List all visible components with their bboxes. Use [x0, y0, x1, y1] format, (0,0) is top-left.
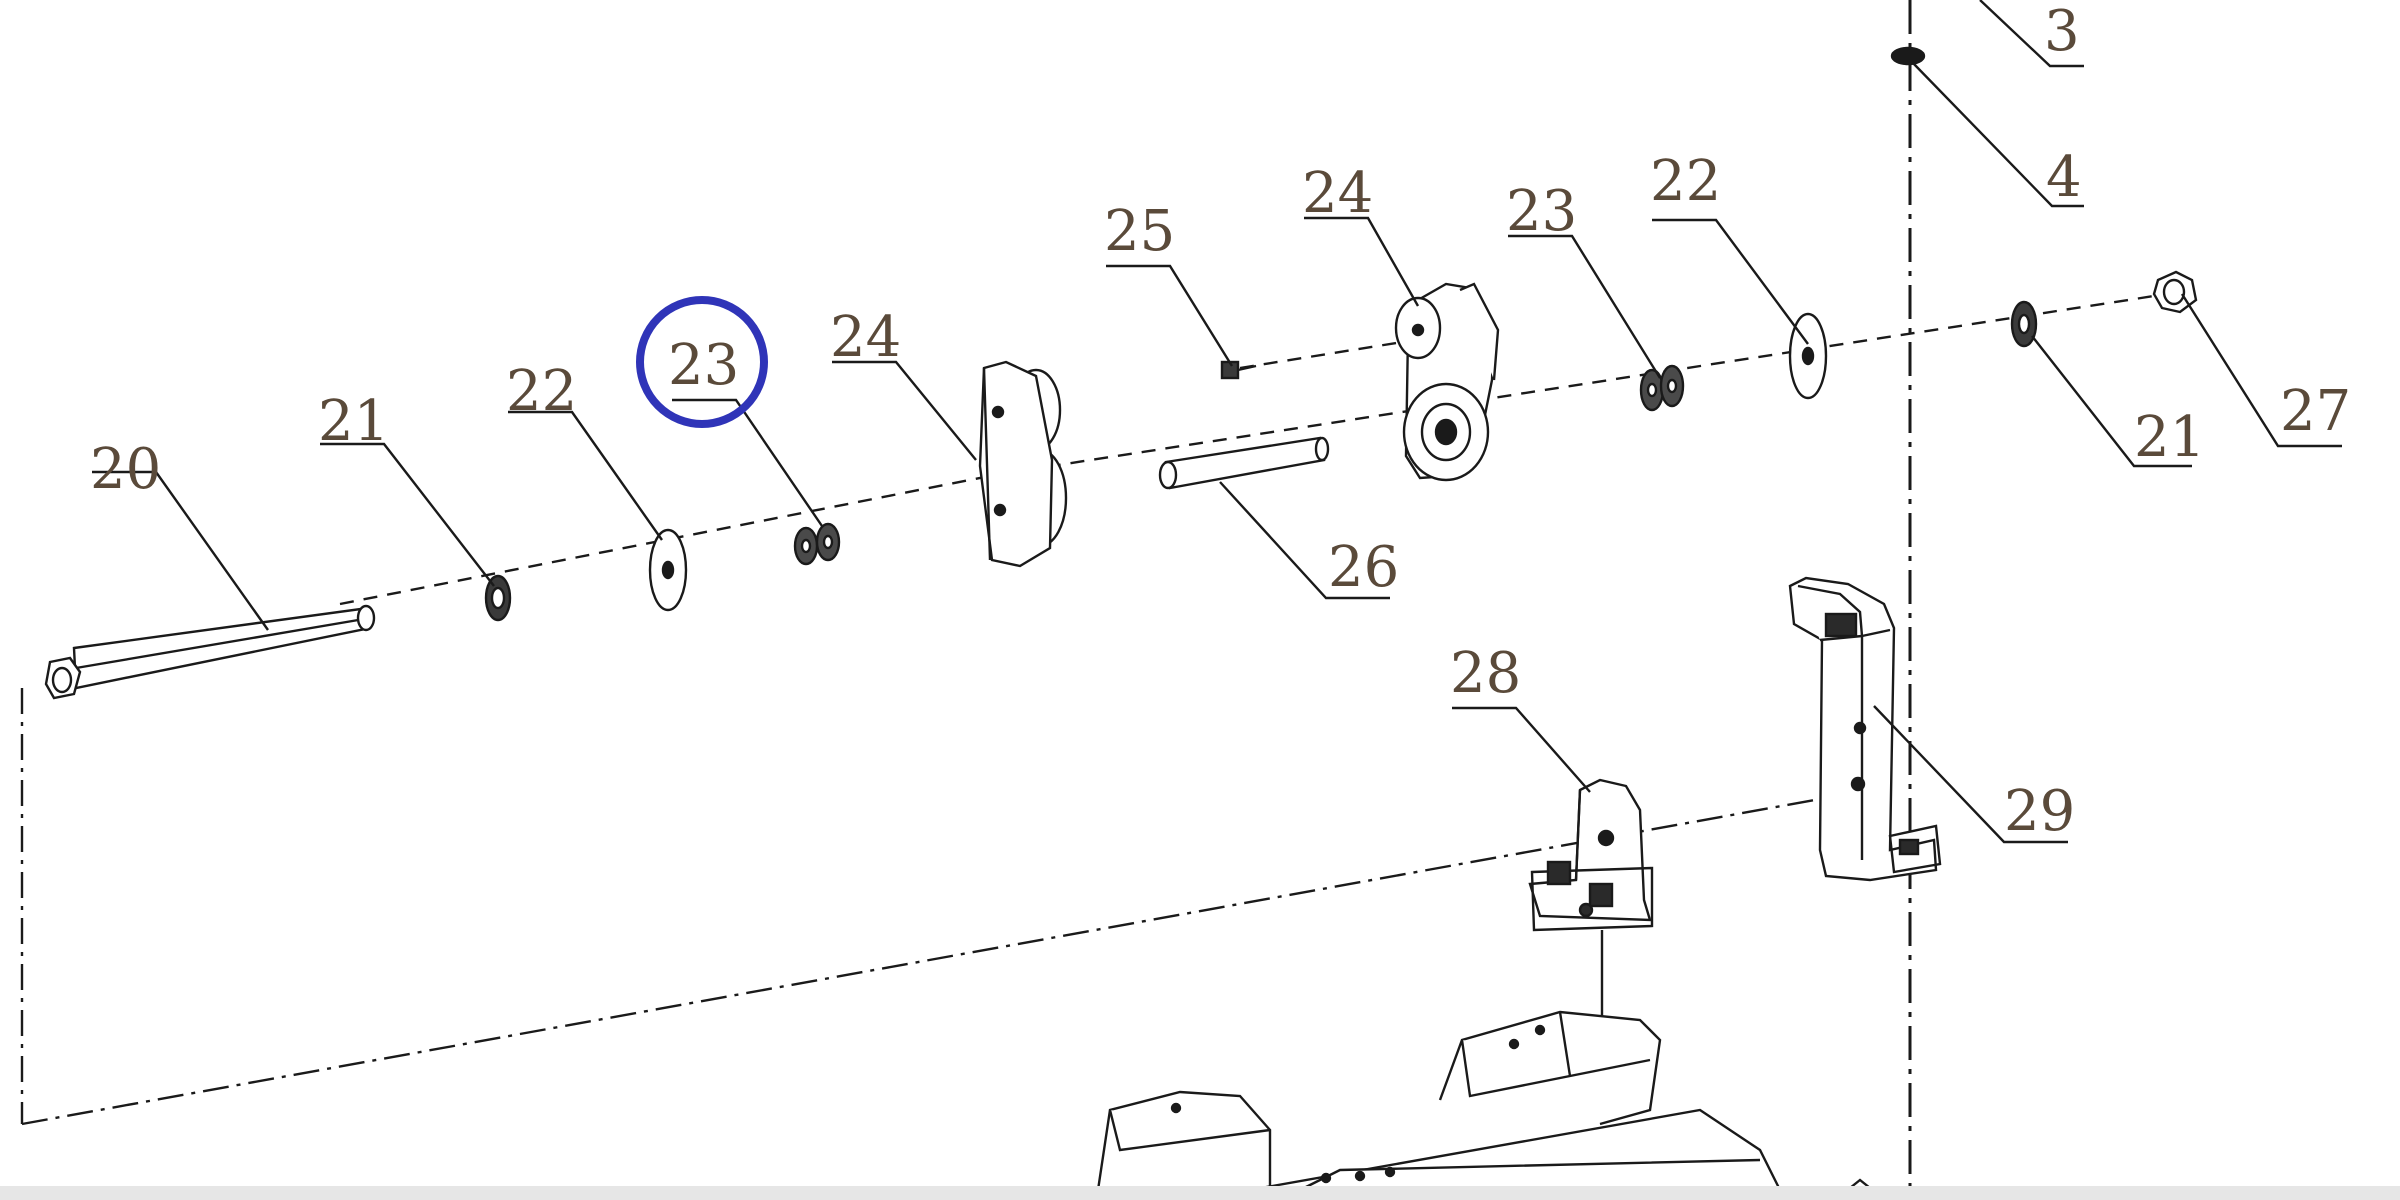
callout-22-left: 22 — [506, 359, 577, 424]
part-20-bolt — [44, 604, 376, 700]
leader-23-left — [672, 398, 823, 527]
callout-27: 27 — [2280, 379, 2351, 444]
part-28-bracket — [1528, 778, 1654, 932]
callout-20: 20 — [90, 437, 161, 502]
leader-22-left — [508, 410, 663, 541]
leader-24-left — [832, 360, 977, 461]
leader-21-left — [320, 442, 495, 587]
callout-23-right: 23 — [1506, 179, 1577, 244]
leader-24-right — [1304, 216, 1420, 307]
bottom-strip — [0, 1186, 2400, 1200]
lower-diagonal-axis — [21, 788, 1871, 1126]
leader-28 — [1452, 706, 1591, 793]
leader-23-right — [1508, 234, 1662, 379]
part-22-washer-left — [648, 528, 688, 612]
callout-22-right: 22 — [1650, 149, 1721, 214]
part-21-nut-left — [484, 574, 512, 622]
part-22-washer-right — [1788, 312, 1828, 400]
leader-27 — [2180, 293, 2342, 448]
callout-24-left: 24 — [830, 305, 901, 370]
part-21-nut-right — [2010, 300, 2038, 348]
callout-labels: 20 21 22 23 24 25 24 23 22 21 27 26 28 2… — [90, 0, 2351, 844]
leader-4 — [1911, 61, 2084, 208]
callout-29: 29 — [2004, 779, 2075, 844]
callout-24-right: 24 — [1302, 161, 1373, 226]
leader-26 — [1219, 481, 1390, 600]
callout-3: 3 — [2044, 0, 2080, 64]
callout-28: 28 — [1450, 641, 1521, 706]
part-23-double-nut-right — [1639, 364, 1685, 412]
leader-20 — [92, 470, 269, 631]
leader-lines — [92, 0, 2342, 844]
part-24-pulley-bracket-left — [978, 360, 1068, 568]
part-26-pin — [1158, 436, 1330, 490]
leader-25 — [1106, 264, 1234, 367]
leader-22-right — [1652, 218, 1809, 345]
callout-21-right: 21 — [2134, 405, 2205, 470]
leader-21-right — [2031, 335, 2192, 468]
part-24-pulley-bracket-right — [1394, 282, 1500, 482]
part-4-washer — [1890, 46, 1926, 66]
callout-26: 26 — [1328, 535, 1399, 600]
callout-23-left: 23 — [668, 333, 739, 398]
part-23-double-nut-left — [793, 522, 841, 566]
part-25-screw — [1220, 360, 1257, 380]
callout-4: 4 — [2046, 145, 2082, 210]
callout-21-left: 21 — [318, 389, 389, 454]
leader-29 — [1873, 705, 2068, 844]
part-29-bracket — [1788, 576, 1942, 882]
parts — [44, 46, 2198, 1197]
leader-3 — [1979, 0, 2084, 68]
highlight-circle — [636, 296, 768, 428]
base-frame — [1096, 1010, 1881, 1197]
callout-25: 25 — [1104, 199, 1175, 264]
part-27-cap-nut — [2152, 270, 2198, 314]
